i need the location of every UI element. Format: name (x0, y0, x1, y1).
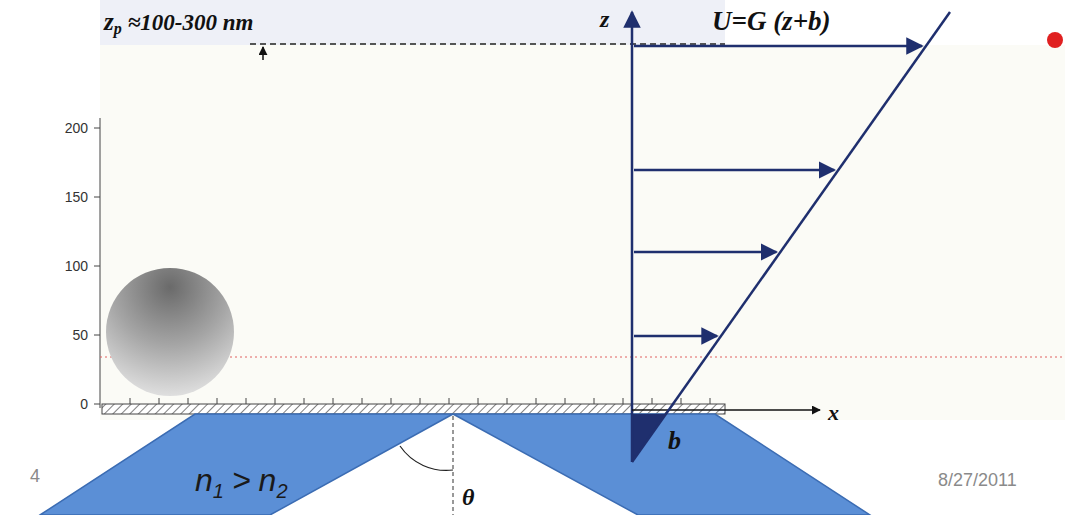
x-tick (652, 398, 653, 404)
normal-line (453, 416, 454, 515)
x-ticks (130, 398, 710, 404)
z-axis (631, 12, 634, 462)
plot-ground (100, 45, 1065, 420)
x-tick (507, 398, 508, 404)
y-tick (94, 128, 100, 129)
subscript: 2 (276, 480, 287, 503)
x-tick (333, 398, 334, 404)
x-tick (710, 398, 711, 404)
flow-arrow (634, 251, 776, 254)
x-tick (623, 398, 624, 404)
prism-right (453, 414, 870, 515)
x-tick (420, 398, 421, 404)
x-tick (217, 398, 218, 404)
tick-label: 100 (65, 258, 88, 274)
x-tick (159, 398, 160, 404)
subscript: 1 (213, 480, 224, 503)
height-arrow (262, 47, 264, 60)
y-tick (94, 197, 100, 198)
x-tick (304, 398, 305, 404)
x-tick (130, 398, 131, 404)
x-tick (188, 398, 189, 404)
height-symbol: z (104, 8, 114, 36)
x-tick (536, 398, 537, 404)
x-tick (478, 398, 479, 404)
height-line (250, 43, 725, 45)
tick-label: 150 (65, 189, 88, 205)
height-range: ≈100-300 nm (128, 10, 254, 36)
tick-label: 0 (80, 396, 88, 412)
x-tick (449, 398, 450, 404)
y-tick (94, 266, 100, 267)
tick-label: 50 (72, 327, 88, 343)
particle-sphere (106, 268, 234, 396)
x-axis (632, 409, 820, 411)
y-ticks (94, 128, 100, 404)
y-axis (100, 118, 101, 408)
angle-label: θ (462, 484, 474, 511)
y-tick (94, 335, 100, 336)
refractive-index: n (259, 462, 277, 499)
x-tick (246, 398, 247, 404)
y-tick (94, 404, 100, 405)
red-dotted-line (100, 357, 1065, 358)
subscript: p (114, 20, 122, 38)
x-tick (681, 398, 682, 404)
x-tick (565, 398, 566, 404)
flow-arrows (634, 46, 922, 336)
angle-arc (400, 446, 453, 470)
x-tick (594, 398, 595, 404)
prism-left (40, 414, 453, 515)
slide-date: 8/27/2011 (938, 470, 1017, 491)
axis-label: z (600, 6, 609, 33)
bullet (1047, 32, 1063, 48)
slide-number: 4 (30, 466, 40, 487)
velocity-profile (632, 12, 950, 462)
flow-arrow (634, 45, 922, 48)
x-tick (275, 398, 276, 404)
tick-label: 200 (65, 120, 88, 136)
x-tick (362, 398, 363, 404)
relation-sign: > (232, 462, 251, 499)
axis-label: x (828, 400, 839, 426)
flow-arrow (634, 335, 717, 338)
refractive-index: n (195, 462, 213, 499)
slip-length-label: b (668, 426, 681, 456)
flow-arrow (634, 169, 834, 172)
x-tick (391, 398, 392, 404)
velocity-formula: U=G (z+b) (712, 6, 831, 37)
